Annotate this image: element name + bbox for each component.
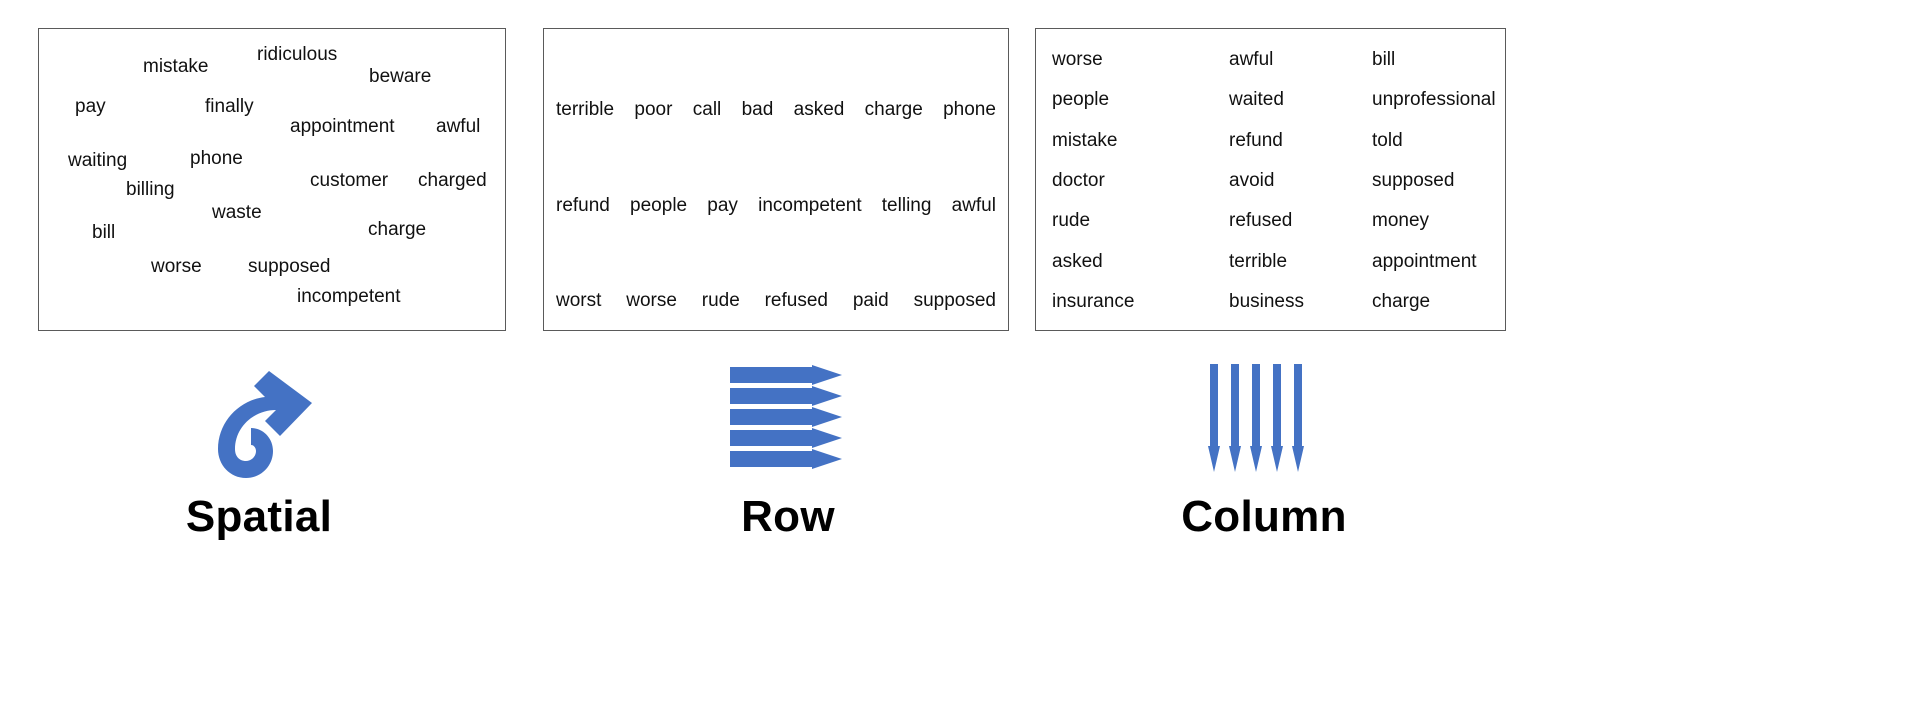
- column-word: worse: [1052, 48, 1103, 70]
- row-word: people: [630, 195, 688, 216]
- column-legend: Column: [1029, 355, 1499, 539]
- cloud-word: waiting: [68, 150, 128, 171]
- spatial-legend: Spatial: [24, 355, 494, 539]
- column-caption: Column: [1181, 492, 1347, 541]
- cloud-word: awful: [436, 116, 481, 137]
- row-word: call: [692, 99, 722, 120]
- cloud-word: bill: [92, 222, 116, 243]
- column-word: people: [1052, 89, 1110, 111]
- cloud-word: billing: [126, 179, 175, 200]
- column-arrows-icon: [1208, 364, 1304, 472]
- spatial-caption: Spatial: [185, 492, 333, 541]
- row-word: bad: [741, 99, 774, 120]
- column-word: money: [1372, 210, 1430, 232]
- column-arrows-icon-slot: [1208, 355, 1320, 481]
- column-words-grid: worse awful bill people waited unprofessional…: [1052, 39, 1496, 322]
- column-word: appointment: [1372, 250, 1477, 272]
- cloud-word: beware: [369, 66, 432, 87]
- cloud-word: worse: [151, 256, 202, 277]
- row-word: refund: [556, 195, 610, 216]
- column-words-panel: worse awful bill people waited unprofessional…: [1035, 28, 1506, 331]
- spiral-arrow-icon: [218, 371, 312, 478]
- row-word: refused: [764, 290, 828, 311]
- row-word: worst: [556, 290, 602, 311]
- column-word: unprofessional: [1372, 89, 1496, 111]
- row-word: awful: [951, 195, 996, 216]
- cloud-word: appointment: [290, 116, 395, 137]
- row-word: worse: [626, 290, 677, 311]
- column-word: charge: [1372, 291, 1431, 313]
- column-word: mistake: [1052, 129, 1118, 151]
- row-arrows-icon: [730, 365, 842, 469]
- column-word: asked: [1052, 250, 1103, 272]
- cloud-word: charged: [418, 170, 487, 191]
- column-word: refused: [1229, 210, 1293, 232]
- row-word: asked: [793, 99, 845, 120]
- row-word: poor: [634, 99, 673, 120]
- row-line: worst worse rude refused paid supposed: [556, 291, 996, 310]
- row-word: supposed: [913, 290, 996, 311]
- column-word: rude: [1052, 210, 1091, 232]
- spatial-word-cloud-panel: mistake ridiculous beware pay finally appoint…: [38, 28, 506, 331]
- cloud-word: incompetent: [297, 286, 401, 307]
- cloud-word: pay: [75, 96, 106, 117]
- row-word: pay: [707, 195, 738, 216]
- row-word: rude: [701, 290, 740, 311]
- column-word: bill: [1372, 48, 1396, 70]
- cloud-word: mistake: [143, 56, 209, 77]
- row-word: phone: [943, 99, 996, 120]
- column-word: terrible: [1229, 250, 1288, 272]
- column-word: told: [1372, 129, 1403, 151]
- row-line: refund people pay incompetent telling awful: [556, 196, 996, 215]
- cloud-word: waste: [212, 202, 262, 223]
- cloud-word: ridiculous: [257, 44, 338, 65]
- column-word: business: [1229, 291, 1304, 313]
- column-word: waited: [1229, 89, 1284, 111]
- row-word: terrible: [556, 99, 615, 120]
- cloud-word: supposed: [248, 256, 331, 277]
- column-word: supposed: [1372, 169, 1455, 191]
- column-word: avoid: [1229, 169, 1275, 191]
- row-word: telling: [881, 195, 932, 216]
- row-word: charge: [864, 99, 923, 120]
- row-word: incompetent: [758, 195, 862, 216]
- column-word: insurance: [1052, 291, 1135, 313]
- cloud-word: charge: [368, 219, 427, 240]
- spiral-arrow-icon-slot: [199, 355, 319, 481]
- row-caption: Row: [741, 492, 835, 541]
- column-word: refund: [1229, 129, 1283, 151]
- row-word: paid: [852, 290, 889, 311]
- row-arrows-icon-slot: [730, 355, 846, 481]
- column-word: awful: [1229, 48, 1274, 70]
- column-word: doctor: [1052, 169, 1105, 191]
- row-legend: Row: [553, 355, 1023, 539]
- cloud-word: customer: [310, 170, 389, 191]
- cloud-word: finally: [205, 96, 254, 117]
- cloud-word: phone: [190, 148, 243, 169]
